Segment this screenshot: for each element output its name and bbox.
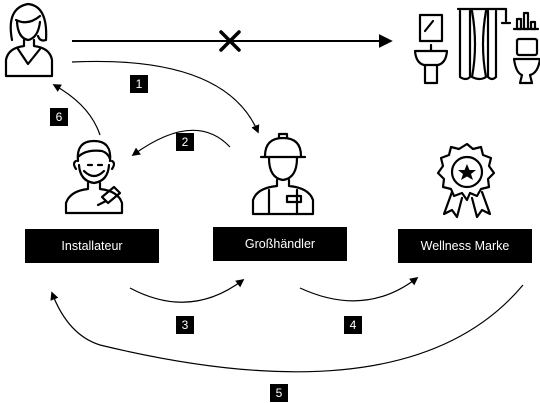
step-badge-6: 6 xyxy=(50,108,68,126)
step-badge-1: 1 xyxy=(130,75,148,93)
wholesaler-label: Großhändler xyxy=(213,227,347,261)
installer-worker-icon xyxy=(64,139,124,215)
installer-label: Installateur xyxy=(25,229,159,263)
step-badge-2: 2 xyxy=(176,133,194,151)
bathroom-fixtures-icon xyxy=(413,7,540,85)
hardhat-worker-icon xyxy=(251,132,315,216)
arrow-step-2 xyxy=(131,129,231,156)
cross-icon xyxy=(219,30,241,52)
woman-customer-icon xyxy=(4,2,54,78)
step-badge-4: 4 xyxy=(344,316,362,334)
arrow-step-6 xyxy=(52,84,101,136)
arrow-step-3 xyxy=(129,278,245,303)
brand-label: Wellness Marke xyxy=(398,229,532,263)
arrow-step-4 xyxy=(299,276,419,302)
arrow-step-1 xyxy=(71,60,260,134)
arrow-step-5 xyxy=(50,284,524,373)
step-badge-3: 3 xyxy=(176,316,194,334)
award-badge-icon xyxy=(436,142,496,219)
step-badge-5: 5 xyxy=(270,384,288,402)
